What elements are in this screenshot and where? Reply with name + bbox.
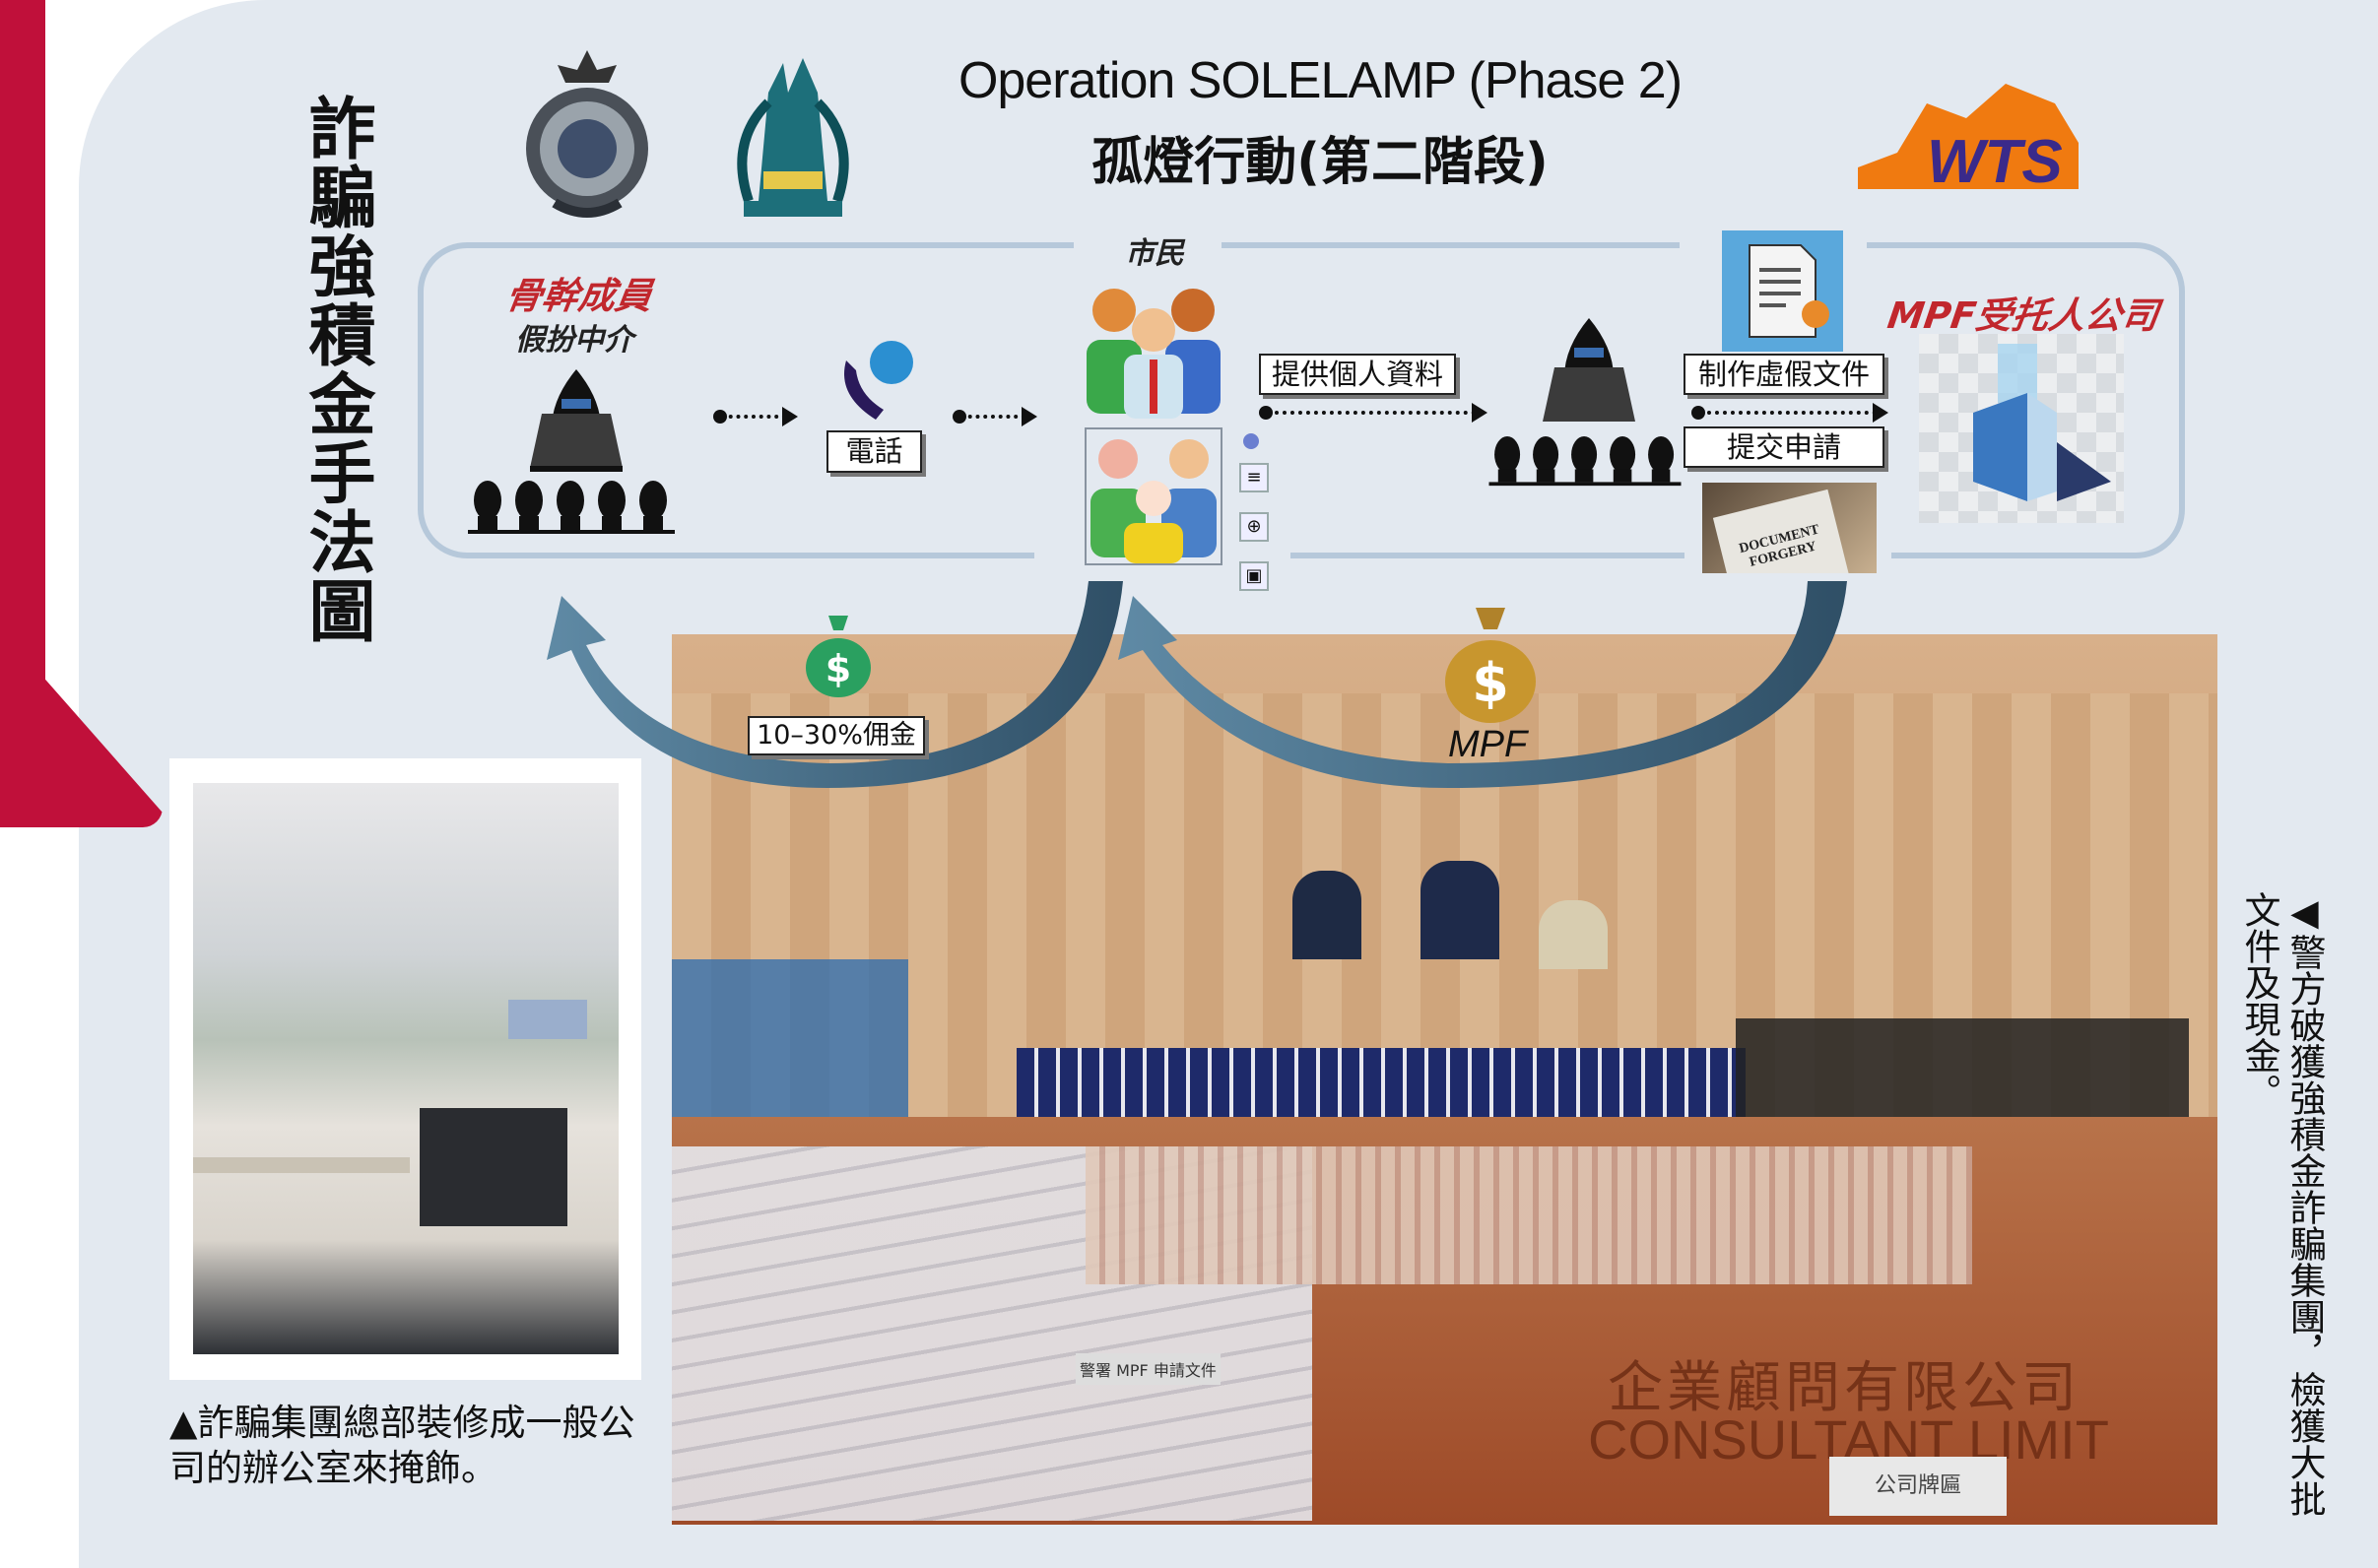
document-forgery-image: DOCUMENT FORGERY bbox=[1702, 483, 1877, 573]
wts-logo: WTS bbox=[1858, 84, 2079, 196]
gang-members-icon bbox=[468, 481, 675, 540]
office-photo-caption: ▲詐騙集團總部裝修成一般公司的辦公室來掩飾。 bbox=[169, 1402, 635, 1489]
phone-icon bbox=[834, 341, 918, 428]
layers-icon[interactable]: ≡ bbox=[1239, 463, 1269, 492]
printer bbox=[420, 1108, 567, 1226]
citizens-group-selected-icon[interactable] bbox=[1085, 427, 1222, 565]
make-fake-docs-label-box: 制作虛假文件 bbox=[1684, 354, 1884, 395]
dollar-sign: $ bbox=[826, 647, 851, 690]
money-bag-icon: $ bbox=[804, 611, 873, 703]
wts-logo-text: WTS bbox=[1927, 128, 2063, 189]
flow-arrow bbox=[953, 407, 1037, 426]
office-photo bbox=[193, 783, 619, 1354]
zoom-in-icon[interactable]: ⊕ bbox=[1239, 512, 1269, 542]
folder-label: 警署 MPF 申請文件 bbox=[1076, 1353, 1221, 1385]
document-forgery-text: DOCUMENT FORGERY bbox=[1712, 489, 1850, 573]
seized-evidence-photo: 警署 MPF 申請文件 企業顧問有限公司 CONSULTANT LIMIT 公司… bbox=[672, 634, 2217, 1525]
flow-diagram-frame bbox=[418, 242, 2185, 558]
rotate-handle-icon[interactable] bbox=[1243, 433, 1259, 449]
return-flow-arrows bbox=[547, 581, 1847, 788]
ke-logo bbox=[729, 53, 857, 220]
citizens-label: 市民 bbox=[1125, 236, 1184, 271]
mpf-label: MPF bbox=[1448, 724, 1528, 765]
title-english: Operation SOLELAMP (Phase 2) bbox=[958, 52, 1683, 109]
crop-image-icon[interactable]: ▣ bbox=[1239, 561, 1269, 591]
evidence-photo-caption: ◀警方破獲強積金詐騙集團，檢獲大批文件及現金。 bbox=[2238, 891, 2326, 1517]
police-crest-logo bbox=[515, 45, 660, 220]
hacker-forger-icon bbox=[1525, 318, 1653, 430]
flow-arrow bbox=[713, 407, 798, 426]
phone-label-box: 電話 bbox=[826, 430, 922, 473]
side-title: 詐騙強積金手法圖 bbox=[297, 94, 374, 645]
flow-arrow bbox=[1691, 403, 1888, 423]
svg-text:$: $ bbox=[1472, 652, 1509, 714]
mpf-money-bag-icon: $ bbox=[1441, 603, 1540, 730]
citizens-group-icon bbox=[1085, 281, 1222, 423]
hacker-leader-icon bbox=[512, 369, 640, 477]
gang-members-icon bbox=[1486, 436, 1684, 491]
flow-arrow bbox=[1259, 403, 1487, 423]
trustee-building-icon bbox=[1919, 334, 2124, 523]
commission-label-box: 10–30%佣金 bbox=[748, 716, 925, 755]
core-member-label: 骨幹成員 bbox=[502, 275, 655, 317]
submit-application-label-box: 提交申請 bbox=[1684, 426, 1884, 468]
provide-info-label-box: 提供個人資料 bbox=[1259, 354, 1456, 395]
mpf-trustee-label: MPF受托人公司 bbox=[1884, 294, 2161, 337]
plaque-label: 公司牌匾 bbox=[1829, 1457, 2007, 1516]
title-chinese: 孤燈行動(第二階段) bbox=[1091, 133, 1549, 192]
fake-document-icon bbox=[1722, 230, 1843, 352]
company-sign-zh: 企業顧問有限公司 bbox=[1608, 1356, 2081, 1420]
pose-as-agent-label: 假扮中介 bbox=[515, 323, 633, 358]
